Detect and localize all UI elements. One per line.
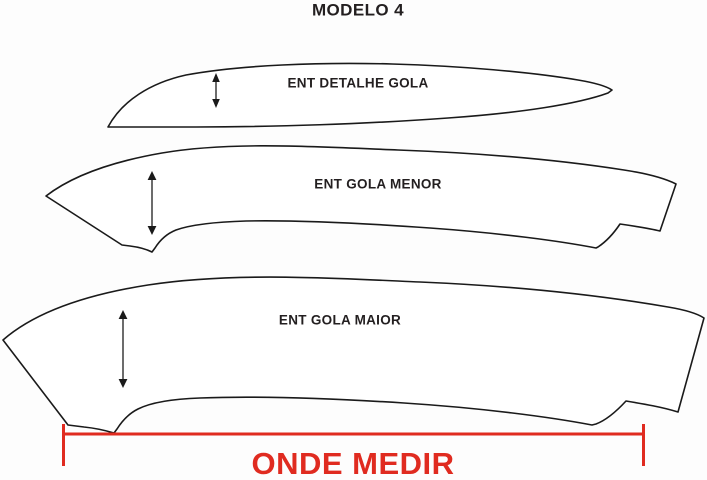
piece-outline-gola-menor [45,145,677,253]
piece-outline-detalhe-gola [107,62,613,128]
piece-ent-detalhe-gola: ENT DETALHE GOLA [107,62,613,128]
measurement-label-onde-medir: ONDE MEDIR [251,446,454,480]
piece-outline-gola-maior [2,276,705,434]
piece-ent-gola-maior: ENT GOLA MAIOR [2,276,705,434]
page-title: MODELO 4 [312,0,404,19]
dimension-arrow-detalhe-gola [212,73,220,108]
piece-label-ent-gola-menor: ENT GOLA MENOR [314,177,441,192]
dimension-arrow-gola-menor [147,171,157,235]
measurement-bracket [62,424,645,466]
dimension-arrow-gola-maior [118,310,128,388]
piece-ent-gola-menor: ENT GOLA MENOR [45,145,677,253]
piece-label-ent-detalhe-gola: ENT DETALHE GOLA [287,76,428,91]
piece-label-ent-gola-maior: ENT GOLA MAIOR [279,313,401,328]
